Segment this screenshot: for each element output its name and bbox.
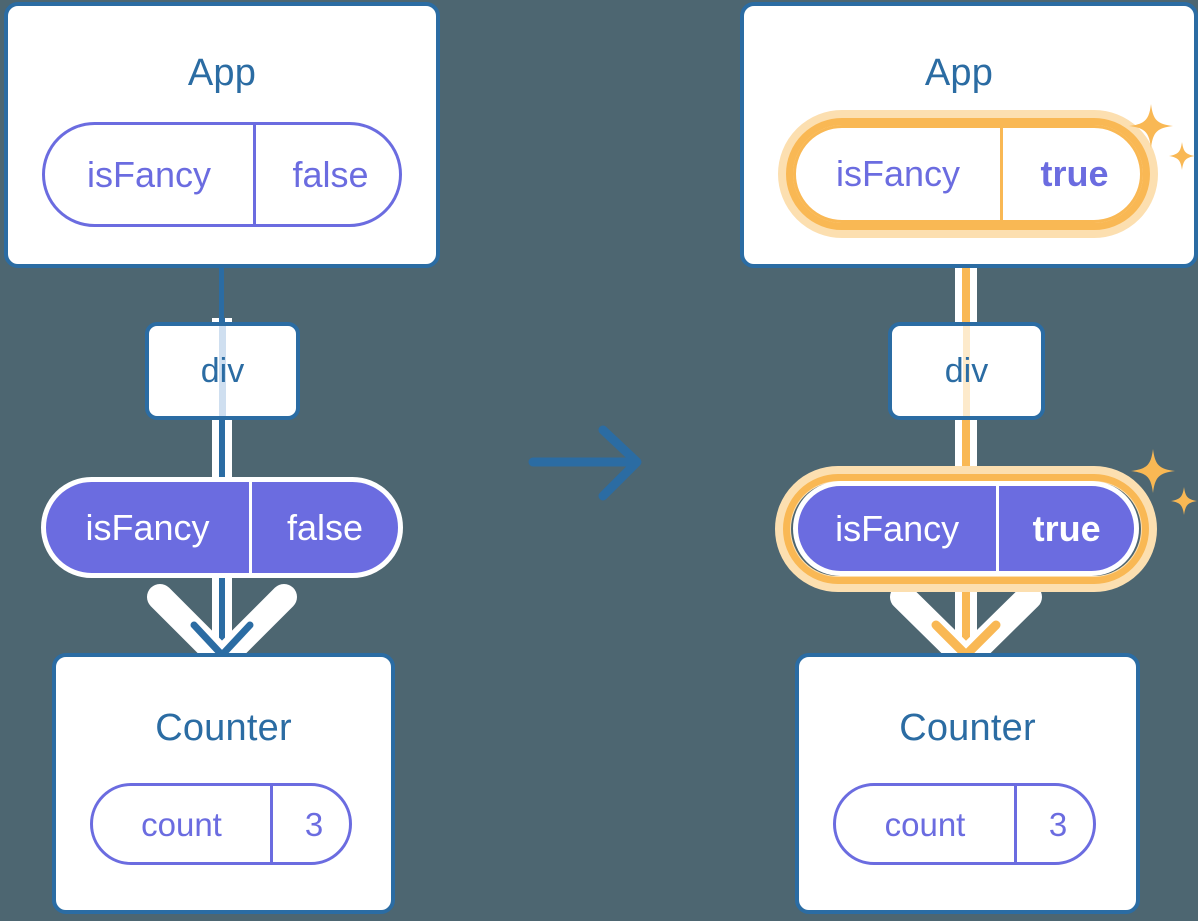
app-state-pill-value-before: false [253,125,399,224]
counter-title-after: Counter [899,707,1036,749]
counter-state-pill-value-after: 3 [1014,786,1093,862]
div-node-label-before: div [200,351,245,390]
prop-pill-key-before: isFancy [85,506,210,548]
counter-title-before: Counter [155,707,292,749]
flow-line-core-after-upper [962,215,970,330]
div-inner-flow-line-after [963,326,970,416]
app-state-pill-before[interactable]: isFancy false [42,122,402,227]
div-node-before: div [145,322,300,420]
transition-arrow-right-icon [528,425,642,501]
div-node-after: div [888,322,1045,420]
app-state-pill-key-before: isFancy [86,153,212,195]
counter-state-pill-before[interactable]: count 3 [90,783,352,865]
counter-state-pill-after[interactable]: count 3 [833,783,1096,865]
div-node-label-after: div [944,351,989,390]
app-state-pill-key-after: isFancy [835,153,961,194]
counter-state-pill-value-before: 3 [270,786,349,862]
counter-state-pill-key-before: count [141,805,222,843]
app-title-after: App [924,52,994,94]
sparkle-icon-prop-after [1131,449,1197,515]
connector-app-to-div-before [219,266,224,326]
prop-pill-value-after: true [996,486,1134,571]
app-state-pill-value-after: true [1000,128,1140,220]
prop-pill-after[interactable]: isFancy true [793,481,1139,576]
app-title-before: App [187,52,257,94]
prop-pill-value-before: false [249,482,398,573]
prop-pill-before[interactable]: isFancy false [41,477,403,578]
counter-state-pill-key-after: count [884,805,966,843]
prop-pill-key-after: isFancy [835,507,960,549]
app-state-pill-after[interactable]: isFancy true [793,125,1143,223]
div-inner-flow-line-before [219,326,226,416]
